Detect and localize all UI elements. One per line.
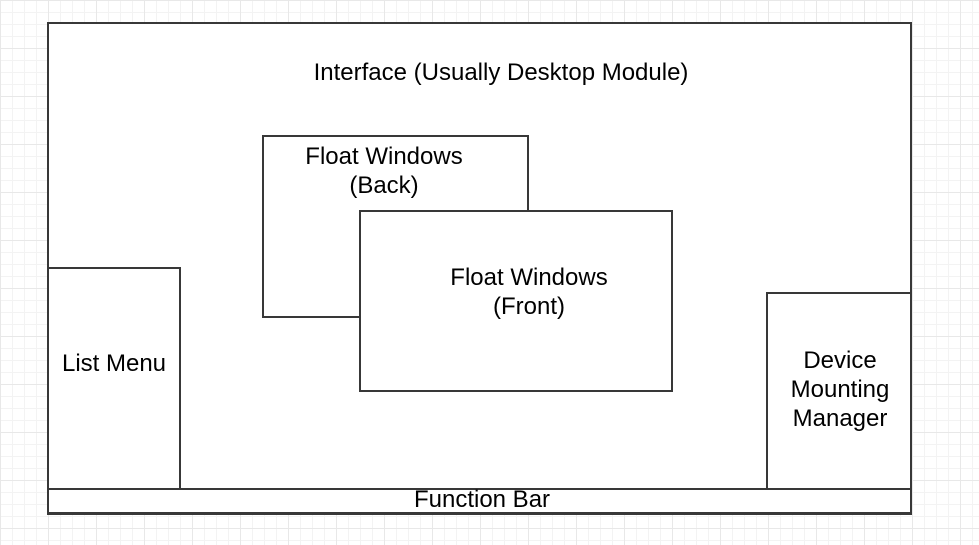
device-mounting-manager-box[interactable] bbox=[766, 292, 912, 490]
float-windows-front-box[interactable] bbox=[359, 210, 673, 392]
list-menu-box[interactable] bbox=[47, 267, 181, 490]
function-bar-box[interactable] bbox=[47, 488, 912, 514]
